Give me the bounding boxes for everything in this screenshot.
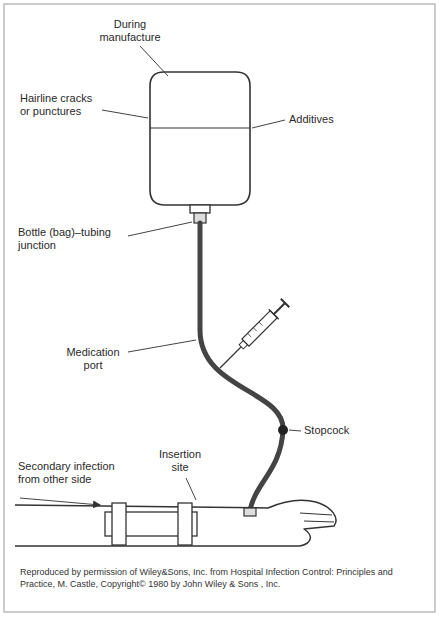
syringe (215, 298, 290, 373)
part-label: Secondary infection from other side (18, 460, 128, 486)
part-label: Stopcock (304, 424, 384, 437)
part-label: During manufacture (88, 18, 172, 44)
part-label: Bottle (bag)–tubing junction (18, 226, 130, 252)
tape-strap (112, 503, 126, 545)
fingers (300, 513, 334, 522)
part-label: Hairline cracks or punctures (20, 92, 102, 118)
part-label: Insertion site (150, 448, 210, 474)
cannula-hub (244, 508, 256, 516)
iv-tubing (200, 223, 283, 510)
iv-bag (150, 72, 250, 205)
stopcock (278, 425, 288, 435)
fluid-level (150, 127, 250, 128)
bag-neck (190, 205, 210, 213)
tape-strap (178, 503, 192, 545)
caption: Reproduced by permission of Wiley&Sons, … (20, 566, 418, 590)
part-label: Additives (289, 113, 369, 126)
frame (4, 4, 435, 612)
part-label: Medication port (58, 346, 128, 372)
arm (15, 500, 336, 546)
leader-lines (20, 46, 301, 505)
